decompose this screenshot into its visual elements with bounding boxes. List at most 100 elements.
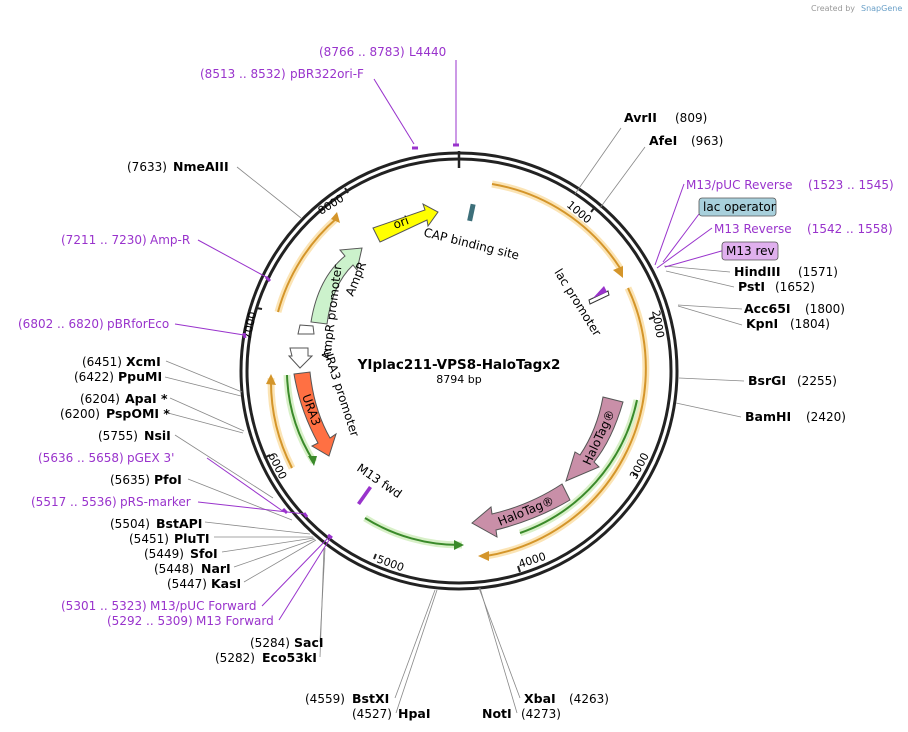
tick-8000: [344, 187, 349, 194]
site-pos-kpni: (1804): [790, 317, 830, 331]
primer-range-pgex-3: (5636 .. 5658): [38, 451, 124, 465]
site-pos-pspomi: (6200): [60, 407, 100, 421]
site-name-bsrgi: BsrGI: [748, 373, 786, 388]
plasmid-name: YIplac211-VPS8-HaloTagx2: [357, 357, 561, 373]
site-name-saci: SacI: [294, 635, 324, 650]
site-pos-pfoi: (5635): [110, 473, 150, 487]
primer-name-pgex-3: pGEX 3': [127, 451, 174, 465]
ura3-promoter-feature[interactable]: [287, 347, 314, 369]
site-name-apai: ApaI *: [125, 391, 168, 406]
m13-fwd-label: M13 fwd: [354, 461, 404, 501]
site-name-acc65i: Acc65I: [744, 301, 791, 316]
site-pos-hindiii: (1571): [798, 265, 838, 279]
lac-operator-box[interactable]: [698, 197, 777, 217]
site-name-pluti: PluTI: [174, 531, 210, 546]
site-name-noti: NotI: [482, 706, 512, 721]
site-name-hpai: HpaI: [398, 706, 431, 721]
primer-range-m13-puc-reverse: (1523 .. 1545): [808, 178, 894, 192]
ampr-promoter-feature[interactable]: [297, 324, 315, 335]
site-name-bamhi: BamHI: [745, 409, 791, 424]
site-pos-bstxi: (4559): [305, 692, 345, 706]
site-pos-noti: (4273): [521, 707, 561, 721]
m13-rev-marker: [593, 286, 607, 298]
lac-operator-label: lac operator: [703, 200, 776, 214]
site-name-psti: PstI: [738, 279, 765, 294]
site-name-pfoi: PfoI: [154, 472, 182, 487]
m13-rev-label: M13 rev: [726, 244, 775, 258]
site-name-nsii: NsiI: [144, 428, 171, 443]
halotag-2-feature[interactable]: [471, 483, 571, 538]
site-name-hindiii: HindIII: [734, 264, 781, 279]
site-pos-saci: (5284): [250, 636, 290, 650]
tick-7000: [255, 307, 263, 310]
primer-range-m13-reverse: (1542 .. 1558): [807, 222, 893, 236]
site-pos-ppumi: (6422): [74, 370, 114, 384]
tick-label-2000: 2000: [649, 309, 667, 339]
site-name-bstapi: BstAPI: [156, 516, 202, 531]
primer-name-prs-marker: pRS-marker: [120, 495, 191, 509]
primer-name-m13-puc-forward: M13/pUC Forward: [150, 599, 257, 613]
site-pos-sfoi: (5449): [144, 547, 184, 561]
m13-fwd-feature[interactable]: [357, 486, 372, 505]
ura3-promoter-label: URA3 promoter: [320, 347, 362, 439]
site-leaders: [164, 127, 745, 714]
primer-name-l4440: L4440: [409, 45, 446, 59]
credit-brand: SnapGene: [861, 4, 902, 13]
site-pos-nmeaiii: (7633): [127, 160, 167, 174]
primer-name-m13-puc-reverse: M13/pUC Reverse: [686, 178, 793, 192]
tick-3000: [632, 472, 639, 477]
ampr-feature[interactable]: [310, 247, 363, 325]
tick-label-4000: 4000: [517, 550, 548, 571]
site-pos-xcmi: (6451): [82, 355, 122, 369]
tick-1000: [590, 206, 596, 213]
primer-range-pbr322ori-f: (8513 .. 8532): [200, 67, 286, 81]
site-name-bstxi: BstXI: [352, 691, 389, 706]
site-name-kpni: KpnI: [746, 316, 778, 331]
site-pos-nari: (5448): [154, 562, 194, 576]
site-name-avrii: AvrII: [624, 110, 657, 125]
site-name-nmeaiii: NmeAIII: [173, 159, 229, 174]
site-pos-bsrgi: (2255): [797, 374, 837, 388]
primer-name-amp-r: Amp-R: [150, 233, 190, 247]
ori-label: ori: [391, 213, 410, 231]
site-name-ppumi: PpuMI: [118, 369, 162, 384]
site-pos-avrii: (809): [675, 111, 707, 125]
site-pos-bamhi: (2420): [806, 410, 846, 424]
site-pos-psti: (1652): [775, 280, 815, 294]
halotag-1-feature[interactable]: [565, 396, 624, 482]
primer-name-m13-reverse: M13 Reverse: [714, 222, 792, 236]
tick-5000: [373, 553, 377, 560]
site-pos-apai: (6204): [80, 392, 120, 406]
ura3-feature[interactable]: [293, 371, 337, 457]
plasmid-length: 8794 bp: [436, 373, 481, 386]
site-pos-kasi: (5447): [167, 577, 207, 591]
primer-name-m13-forward: M13 Forward: [196, 614, 274, 628]
green-orf-arcs: [283, 374, 641, 550]
ori-feature[interactable]: [372, 202, 439, 243]
m13-rev-box[interactable]: [721, 241, 779, 261]
site-name-kasi: KasI: [211, 576, 241, 591]
site-pos-hpai: (4527): [352, 707, 392, 721]
credit-created-by: Created by: [811, 4, 855, 13]
site-pos-bstapi: (5504): [110, 517, 150, 531]
cap-binding-site-feature[interactable]: [467, 203, 476, 222]
primer-marks: [242, 143, 459, 540]
site-pos-xbai: (4263): [569, 692, 609, 706]
primer-range-prs-marker: (5517 .. 5536): [31, 495, 117, 509]
tick-4000: [517, 565, 521, 573]
site-name-pspomi: PspOMI *: [106, 406, 170, 421]
site-pos-nsii: (5755): [98, 429, 138, 443]
primer-range-amp-r: (7211 .. 7230): [61, 233, 147, 247]
primer-range-m13-puc-forward: (5301 .. 5323): [61, 599, 147, 613]
tick-2000: [648, 316, 656, 320]
primer-range-l4440: (8766 .. 8783): [319, 45, 405, 59]
primer-range-m13-forward: (5292 .. 5309): [107, 614, 193, 628]
site-name-afei: AfeI: [649, 133, 677, 148]
site-pos-pluti: (5451): [129, 532, 169, 546]
site-pos-acc65i: (1800): [805, 302, 845, 316]
site-name-xbai: XbaI: [524, 691, 556, 706]
primer-name-pbr322ori-f: pBR322ori-F: [290, 67, 364, 81]
site-name-sfoi: SfoI: [190, 546, 218, 561]
site-pos-afei: (963): [691, 134, 723, 148]
